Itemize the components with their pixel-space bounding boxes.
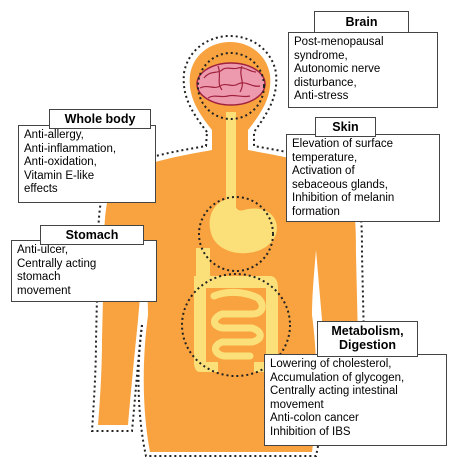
brain-dotted-circle — [197, 52, 265, 120]
brain-organ — [196, 62, 266, 106]
whole-body-callout: Anti-allergy, Anti-inflammation, Anti-ox… — [18, 125, 156, 203]
brain-callout: Post-menopausal syndrome, Autonomic nerv… — [288, 32, 438, 108]
skin-callout: Elevation of surface temperature, Activa… — [286, 134, 440, 222]
brain-folds — [199, 65, 261, 99]
small-intestine — [210, 288, 266, 360]
stomach-dotted-circle — [198, 196, 274, 272]
stomach-callout: Anti-ulcer, Centrally acting stomach mov… — [11, 240, 157, 302]
duodenum — [196, 248, 210, 278]
esophagus — [226, 112, 236, 212]
stomach-organ — [209, 200, 277, 254]
whole-body-title: Whole body — [49, 109, 151, 129]
stomach-effects-text: Anti-ulcer, Centrally acting stomach mov… — [17, 244, 97, 297]
stomach-title: Stomach — [40, 225, 144, 245]
metabolism-callout: Lowering of cholesterol, Accumulation of… — [264, 354, 447, 446]
whole-body-effects-text: Anti-allergy, Anti-inflammation, Anti-ox… — [24, 129, 117, 196]
metabolism-title: Metabolism, Digestion — [317, 321, 418, 357]
legs-dotted-outline — [137, 324, 325, 457]
skin-title: Skin — [315, 117, 376, 137]
brain-effects-text: Post-menopausal syndrome, Autonomic nerv… — [294, 36, 384, 103]
metabolism-effects-text: Lowering of cholesterol, Accumulation of… — [270, 358, 405, 438]
skin-effects-text: Elevation of surface temperature, Activa… — [292, 138, 395, 218]
intestine-dotted-circle — [181, 273, 291, 377]
brain-title: Brain — [314, 11, 409, 33]
